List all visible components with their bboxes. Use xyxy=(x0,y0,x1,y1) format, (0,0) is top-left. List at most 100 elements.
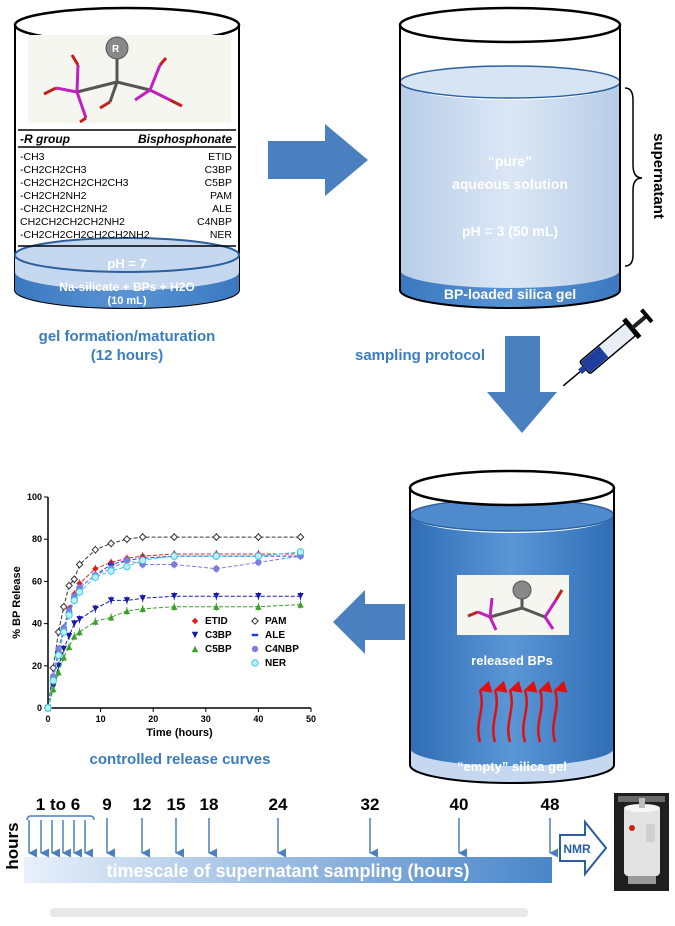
data-point xyxy=(296,533,305,541)
data-point xyxy=(296,548,305,556)
data-point xyxy=(65,611,73,619)
data-point xyxy=(92,605,99,613)
nmr-spectrometer-icon xyxy=(614,793,669,891)
table-header-r-group: -R group xyxy=(20,132,70,146)
nmr-label: NMR xyxy=(563,842,591,856)
data-point xyxy=(70,596,79,605)
caption-gel-formation: gel formation/maturation xyxy=(39,328,216,345)
timeline-tick-label: 15 xyxy=(167,795,186,814)
data-point xyxy=(213,603,220,610)
shadow-bar xyxy=(50,908,528,917)
y-tick-label: 40 xyxy=(32,619,42,629)
data-point xyxy=(254,533,263,541)
y-tick-label: 0 xyxy=(37,703,42,713)
series-fit-line xyxy=(47,555,301,709)
data-point xyxy=(122,535,131,544)
supernatant-layer xyxy=(400,82,620,308)
chart-caption: controlled release curves xyxy=(90,751,271,768)
data-point xyxy=(71,620,78,627)
data-point xyxy=(123,597,131,604)
data-point xyxy=(107,539,116,548)
table-header-bisphosphonate: Bisphosphonate xyxy=(138,132,232,146)
beaker-2: “pure” aqueous solution pH = 3 (50 mL) B… xyxy=(398,6,622,309)
dark-supernatant-layer xyxy=(410,515,614,783)
release-arrow-icon xyxy=(522,680,538,743)
released-bps-label: released BPs xyxy=(471,653,553,668)
data-point xyxy=(107,614,115,621)
timeline-tick-label: 12 xyxy=(133,795,152,814)
data-point xyxy=(91,573,100,581)
legend-marker xyxy=(191,631,199,639)
table-cell-r-group: -CH2CH2NH2 xyxy=(20,190,87,202)
table-cell-bisphosphonate: C3BP xyxy=(205,164,232,176)
series-fit-line xyxy=(47,551,301,709)
nmr-arrow-icon xyxy=(559,819,608,877)
y-tick-label: 20 xyxy=(32,661,42,671)
data-point xyxy=(60,628,68,636)
data-point xyxy=(123,557,131,564)
data-point xyxy=(123,607,131,615)
legend-marker xyxy=(191,645,199,653)
arrow-down-icon xyxy=(487,336,557,433)
legend-marker xyxy=(251,617,259,625)
data-point xyxy=(107,567,115,575)
table-cell-bisphosphonate: PAM xyxy=(210,190,232,202)
table-cell-bisphosphonate: NER xyxy=(210,229,233,241)
data-point xyxy=(49,676,57,685)
empty-gel-layer xyxy=(410,748,614,783)
syringe-icon xyxy=(562,308,654,387)
series-fit-line xyxy=(47,604,301,709)
legend-label: PAM xyxy=(265,616,286,627)
release-arrows xyxy=(477,680,568,743)
released-molecule-icon xyxy=(457,575,569,635)
arrow-right-icon xyxy=(268,124,368,196)
gel-layer-2 xyxy=(400,270,620,308)
timeline-tick-label: 1 to 6 xyxy=(36,795,80,814)
hours-label: hours xyxy=(3,822,22,869)
data-point xyxy=(213,592,220,600)
bisphosphonate-molecule-icon: R xyxy=(28,35,231,124)
table-cell-bisphosphonate: C4NBP xyxy=(197,216,232,228)
data-point xyxy=(91,545,100,554)
data-point xyxy=(65,581,73,590)
legend-marker xyxy=(251,659,259,667)
bp-loaded-gel-label: BP-loaded silica gel xyxy=(444,286,576,302)
x-tick-label: 50 xyxy=(306,714,316,724)
table-cell-r-group: -CH2CH2CH2NH2 xyxy=(20,203,108,215)
data-point xyxy=(255,603,262,610)
data-point xyxy=(212,533,221,541)
empty-gel-label: “empty” silica gel xyxy=(457,759,567,774)
data-point xyxy=(254,552,263,560)
data-point xyxy=(171,592,178,600)
y-tick-label: 100 xyxy=(27,492,42,502)
series-ner xyxy=(44,547,305,712)
legend-marker xyxy=(251,645,259,653)
y-tick-label: 60 xyxy=(32,576,42,586)
x-tick-label: 20 xyxy=(148,714,158,724)
caption-twelve-hours: (12 hours) xyxy=(91,347,164,364)
timeline-tick-label: 48 xyxy=(541,795,560,814)
table-cell-bisphosphonate: C5BP xyxy=(205,177,232,189)
data-point xyxy=(54,651,63,659)
ph-7-label: pH = 7 xyxy=(107,256,146,271)
supernatant-bracket xyxy=(624,87,643,267)
x-tick-label: 40 xyxy=(253,714,263,724)
legend-marker xyxy=(251,633,259,637)
x-tick-label: 0 xyxy=(45,714,50,724)
legend-marker xyxy=(191,617,199,625)
data-point xyxy=(255,592,262,600)
data-point xyxy=(59,602,68,611)
pure-label: “pure” xyxy=(488,153,532,169)
beaker-3: released BPs “empty” silica gel xyxy=(408,469,616,784)
data-point xyxy=(107,563,115,566)
data-point xyxy=(139,605,146,613)
arrow-left-icon xyxy=(333,590,405,654)
data-point xyxy=(76,616,83,623)
table-cell-bisphosphonate: ETID xyxy=(208,151,232,163)
legend-label: NER xyxy=(265,658,287,669)
series-c3bp xyxy=(44,592,304,712)
